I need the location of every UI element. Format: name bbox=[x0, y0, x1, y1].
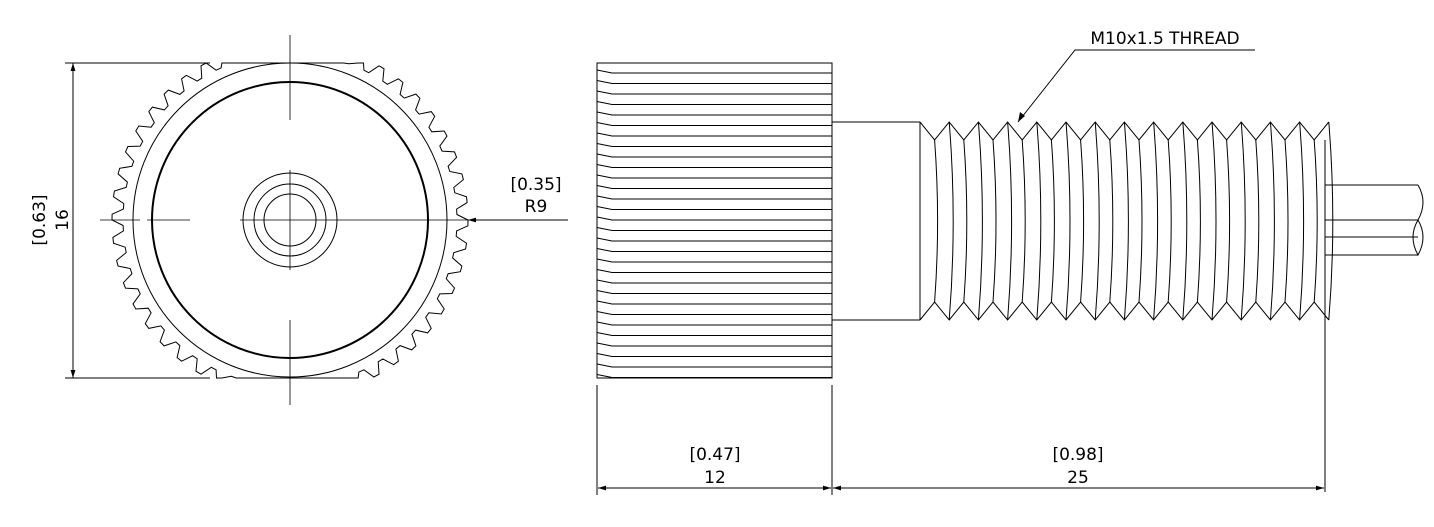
thread-flank bbox=[1196, 121, 1217, 321]
knurl-line bbox=[596, 279, 832, 284]
knurl-line bbox=[596, 143, 832, 147]
knurl-line bbox=[596, 353, 832, 357]
knurl-line bbox=[596, 122, 832, 126]
radius-dim-inch: [0.35] bbox=[510, 175, 561, 195]
knurl-line bbox=[596, 206, 832, 210]
thread-flank bbox=[1167, 121, 1188, 321]
thread-length-inch: [0.98] bbox=[1052, 445, 1103, 465]
thread-callout: M10x1.5 THREAD bbox=[1017, 29, 1255, 123]
shaft-break bbox=[1325, 184, 1424, 257]
head-length-mm: 12 bbox=[704, 468, 726, 488]
thread-flank bbox=[1255, 121, 1275, 321]
thread-flank bbox=[1080, 121, 1100, 321]
thread-callout-text: M10x1.5 THREAD bbox=[1090, 29, 1239, 49]
knurl-line bbox=[596, 290, 832, 294]
centerlines bbox=[100, 35, 568, 405]
knurl-line bbox=[596, 248, 832, 252]
knurl-line bbox=[596, 132, 832, 137]
radius-dimension: [0.35] R9 bbox=[468, 175, 568, 223]
knurl-line bbox=[596, 269, 832, 273]
knurl-line bbox=[596, 164, 832, 168]
knurl-line bbox=[596, 101, 832, 105]
thread-crest-line bbox=[919, 121, 1330, 141]
thread-flank bbox=[1284, 121, 1305, 321]
thread-flank bbox=[934, 121, 954, 321]
thread-flank bbox=[1109, 121, 1129, 321]
knurl-line bbox=[596, 69, 832, 74]
thread-flank bbox=[1138, 121, 1159, 321]
side-view: M10x1.5 THREAD [0.47] 12 [0.98] 25 bbox=[596, 29, 1424, 495]
head-length-inch: [0.47] bbox=[689, 445, 740, 465]
knurl-line bbox=[596, 153, 832, 158]
knurl-line bbox=[596, 300, 832, 305]
thread-flank bbox=[1050, 121, 1071, 321]
thread-flank bbox=[1021, 121, 1042, 321]
neck bbox=[832, 121, 921, 321]
knurl-line bbox=[596, 332, 832, 336]
knurl-line bbox=[596, 185, 832, 189]
knurl-lines bbox=[596, 69, 832, 378]
thread-length-mm: 25 bbox=[1067, 468, 1089, 488]
knurl-line bbox=[596, 111, 832, 116]
knurl-line bbox=[596, 311, 832, 315]
knurl-line bbox=[596, 258, 832, 263]
thread-crest-line bbox=[919, 301, 1330, 321]
thread-flank bbox=[1226, 121, 1246, 321]
knurl-line bbox=[596, 227, 832, 231]
knurl-line bbox=[596, 321, 832, 326]
thread-flank bbox=[963, 121, 983, 321]
knurl-line bbox=[596, 216, 832, 221]
front-view: [0.63] 16 [0.35] R9 bbox=[30, 35, 568, 405]
thread-flank bbox=[992, 121, 1013, 321]
knurl-line bbox=[596, 195, 832, 200]
knurl-line bbox=[596, 80, 832, 84]
height-dim-inch: [0.63] bbox=[30, 194, 50, 245]
knurl-line bbox=[596, 342, 832, 347]
knurl-line bbox=[596, 174, 832, 179]
height-dim-mm: 16 bbox=[53, 209, 73, 231]
length-dimensions: [0.47] 12 [0.98] 25 bbox=[596, 385, 1324, 495]
thread-profile bbox=[919, 121, 1334, 321]
thread-flank bbox=[1313, 121, 1334, 321]
radius-dim-mm: R9 bbox=[525, 197, 548, 217]
height-dimension: [0.63] 16 bbox=[30, 62, 210, 379]
knurl-line bbox=[596, 374, 832, 378]
knurl-line bbox=[596, 363, 832, 368]
knurl-line bbox=[596, 90, 832, 95]
knurl-line bbox=[596, 237, 832, 242]
